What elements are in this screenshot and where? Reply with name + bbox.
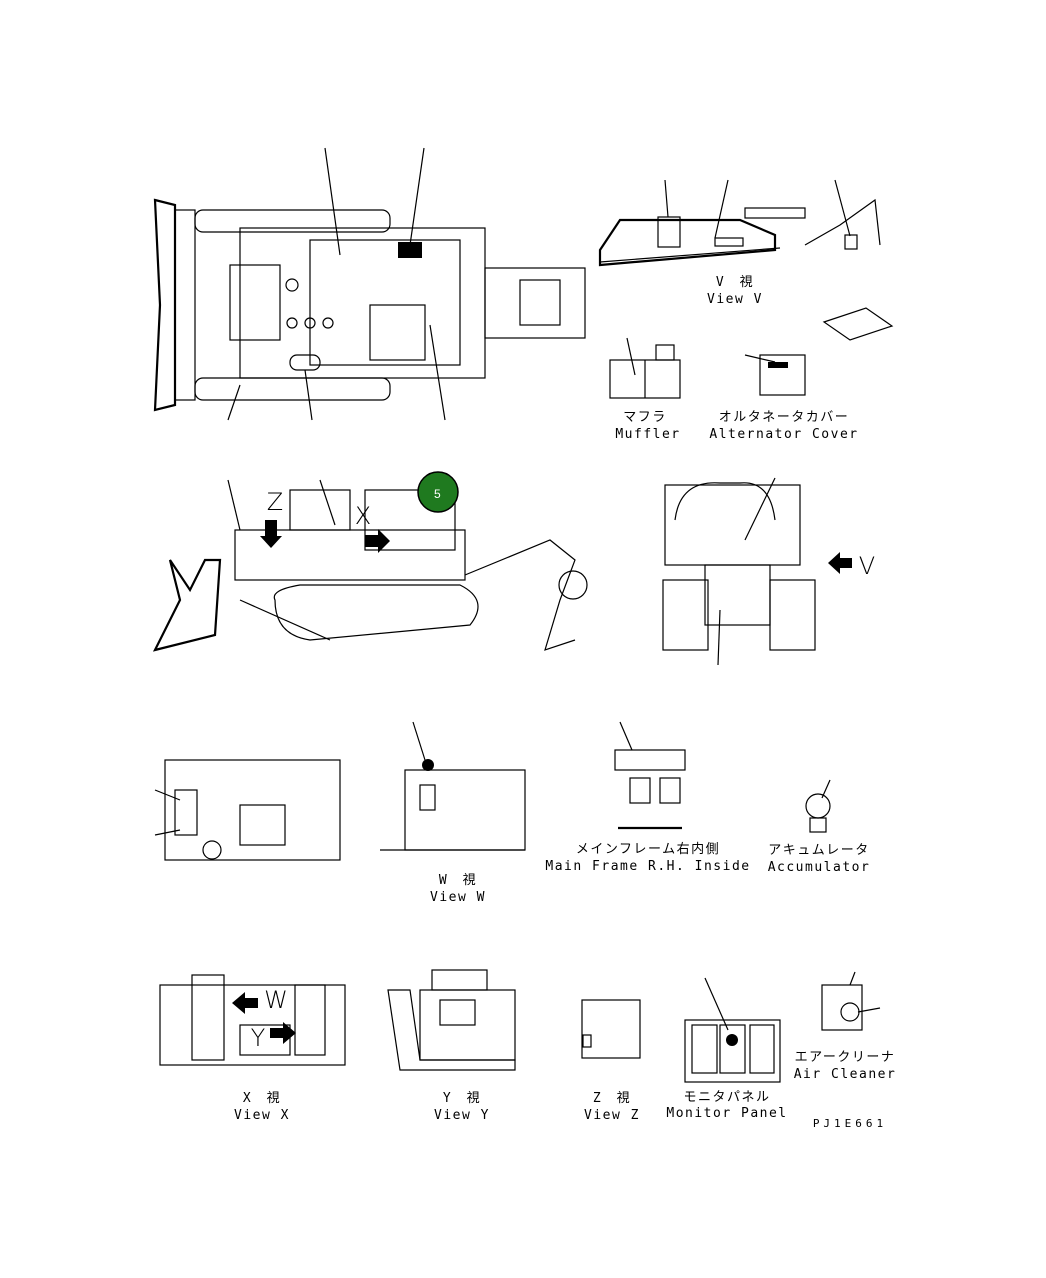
view-y-label-en: View Y	[434, 1108, 490, 1123]
view-letter-y: Y	[251, 1024, 266, 1052]
muffler-label-jp: マフラ	[623, 410, 667, 425]
monitor-panel-drawing	[684, 977, 781, 1083]
muffler-drawing	[609, 337, 681, 399]
aircleaner-label-jp: エアークリーナ	[795, 1050, 896, 1065]
view-letter-x: X	[355, 502, 371, 530]
view-z-drawing	[581, 999, 641, 1059]
side-view-drawing	[152, 479, 588, 652]
view-w-label-jp: W 視	[439, 873, 477, 888]
view-v-label-jp: V 視	[716, 275, 754, 290]
alternator-label-en: Alternator Cover	[709, 427, 858, 442]
air-cleaner-drawing	[821, 971, 881, 1031]
view-z-label-en: View Z	[584, 1108, 640, 1123]
mainframe-label-jp: メインフレーム右内側	[576, 841, 720, 857]
view-y-label-jp: Y 視	[443, 1091, 481, 1106]
callout-badge: 5	[417, 471, 459, 513]
view-w-label-en: View W	[430, 890, 486, 905]
view-x-label-jp: X 視	[243, 1091, 281, 1106]
view-x-drawing	[159, 974, 346, 1066]
muffler-label-en: Muffler	[615, 427, 680, 442]
alternator-label-jp: オルタネータカバー	[719, 410, 850, 425]
view-v-label-en: View V	[707, 292, 763, 307]
callout-number: 5	[434, 487, 441, 501]
aircleaner-label-en: Air Cleaner	[794, 1067, 897, 1082]
view-y-drawing	[387, 969, 516, 1071]
mainframe-label-en: Main Frame R.H. Inside	[545, 859, 750, 874]
view-x-label-en: View X	[234, 1108, 290, 1123]
rear-view-drawing	[662, 477, 852, 666]
drawing-code: PJ1E661	[813, 1117, 887, 1130]
accumulator-label-jp: アキュムレータ	[768, 843, 870, 858]
view-v-drawing	[598, 179, 894, 341]
monitor-label-jp: モニタパネル	[683, 1090, 770, 1105]
view-z-label-jp: Z 視	[593, 1091, 631, 1106]
main-frame-drawing	[614, 721, 686, 830]
monitor-label-en: Monitor Panel	[666, 1106, 787, 1121]
view-letter-v: V	[859, 552, 875, 580]
accumulator-drawing	[805, 779, 831, 833]
accumulator-label-en: Accumulator	[768, 860, 871, 875]
top-view-drawing	[153, 147, 586, 421]
view-w-drawing	[154, 721, 526, 861]
view-letter-w: W	[264, 986, 288, 1014]
alternator-cover-drawing	[744, 354, 806, 396]
view-letter-z: Z	[267, 488, 283, 516]
